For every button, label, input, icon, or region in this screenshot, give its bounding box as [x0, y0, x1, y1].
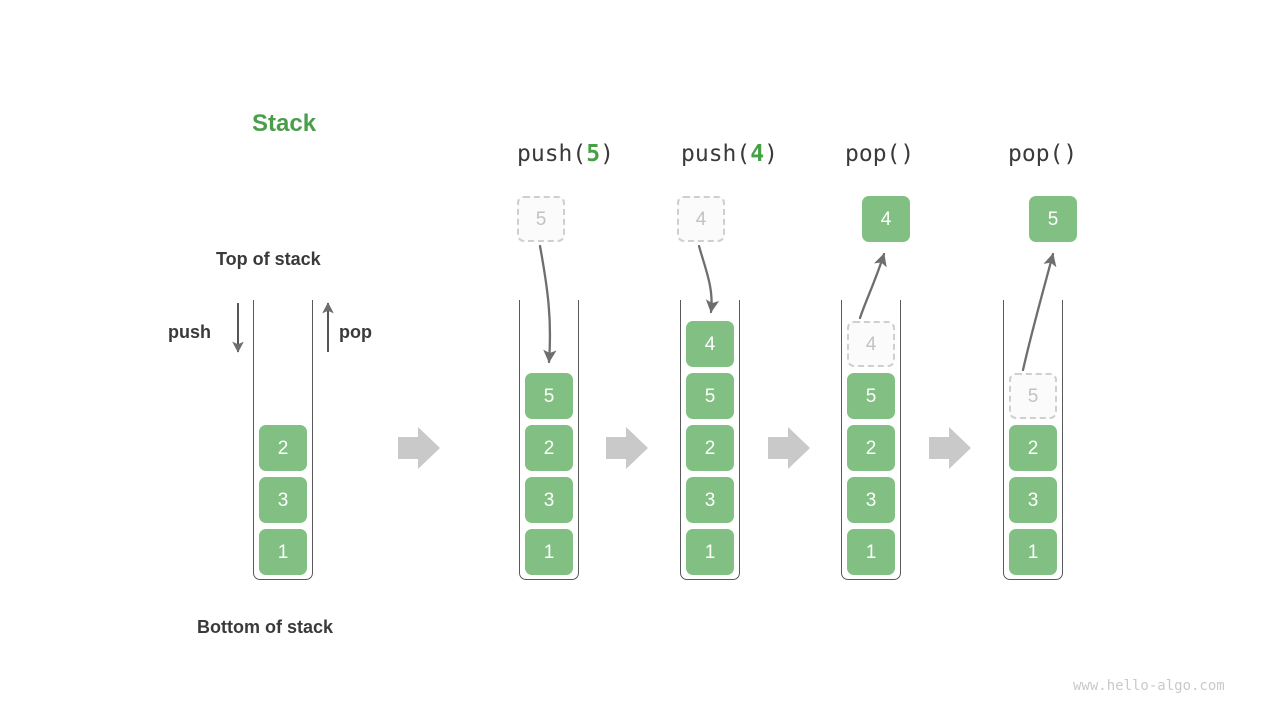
op-header-pop-2: pop() — [1008, 141, 1077, 167]
stack-node: 4 — [686, 321, 734, 367]
popped-node-ghost: 5 — [1009, 373, 1057, 419]
stack-node: 2 — [525, 425, 573, 471]
stack-node: 2 — [1009, 425, 1057, 471]
watermark: www.hello-algo.com — [1073, 678, 1225, 694]
outgoing-node: 4 — [862, 196, 910, 242]
op-header-suffix: ) — [1063, 141, 1078, 167]
op-header-prefix: pop( — [1008, 141, 1064, 167]
bottom-of-stack-label: Bottom of stack — [197, 617, 334, 637]
stack-node: 1 — [1009, 529, 1057, 575]
outgoing-node: 5 — [1029, 196, 1077, 242]
op-header-prefix: push( — [517, 141, 587, 167]
stack-container-push-4 — [680, 300, 740, 580]
stack-node: 3 — [1009, 477, 1057, 523]
transition-arrow — [929, 427, 971, 469]
stack-node: 5 — [686, 373, 734, 419]
stack-node: 2 — [686, 425, 734, 471]
transition-arrow — [398, 427, 440, 469]
op-header-suffix: ) — [900, 141, 915, 167]
stack-node: 2 — [847, 425, 895, 471]
incoming-node-ghost: 5 — [517, 196, 565, 242]
stack-container-push-5 — [519, 300, 579, 580]
op-header-prefix: push( — [681, 141, 751, 167]
stack-container-initial — [253, 300, 313, 580]
stack-node: 5 — [525, 373, 573, 419]
push-label: push — [168, 322, 211, 342]
stack-node: 3 — [686, 477, 734, 523]
op-header-arg: 4 — [750, 141, 765, 167]
diagram-title: Stack — [252, 110, 317, 137]
pop-label: pop — [339, 322, 372, 342]
op-header-push-5: push(5) — [517, 141, 614, 167]
stack-node: 2 — [259, 425, 307, 471]
op-header-arg: 5 — [586, 141, 601, 167]
op-header-suffix: ) — [764, 141, 778, 167]
stack-node: 3 — [259, 477, 307, 523]
stack-container-pop-1 — [841, 300, 901, 580]
popped-node-ghost: 4 — [847, 321, 895, 367]
stack-container-pop-2 — [1003, 300, 1063, 580]
stack-node: 1 — [259, 529, 307, 575]
top-of-stack-label: Top of stack — [216, 249, 321, 269]
stack-node: 3 — [525, 477, 573, 523]
stack-node: 5 — [847, 373, 895, 419]
transition-arrow — [606, 427, 648, 469]
op-header-pop-1: pop() — [845, 141, 914, 167]
incoming-node-ghost: 4 — [677, 196, 725, 242]
op-header-push-4: push(4) — [681, 141, 778, 167]
stack-node: 1 — [525, 529, 573, 575]
op-header-suffix: ) — [600, 141, 614, 167]
transition-arrow — [768, 427, 810, 469]
stack-node: 1 — [686, 529, 734, 575]
stack-node: 1 — [847, 529, 895, 575]
stack-node: 3 — [847, 477, 895, 523]
op-header-prefix: pop( — [845, 141, 901, 167]
